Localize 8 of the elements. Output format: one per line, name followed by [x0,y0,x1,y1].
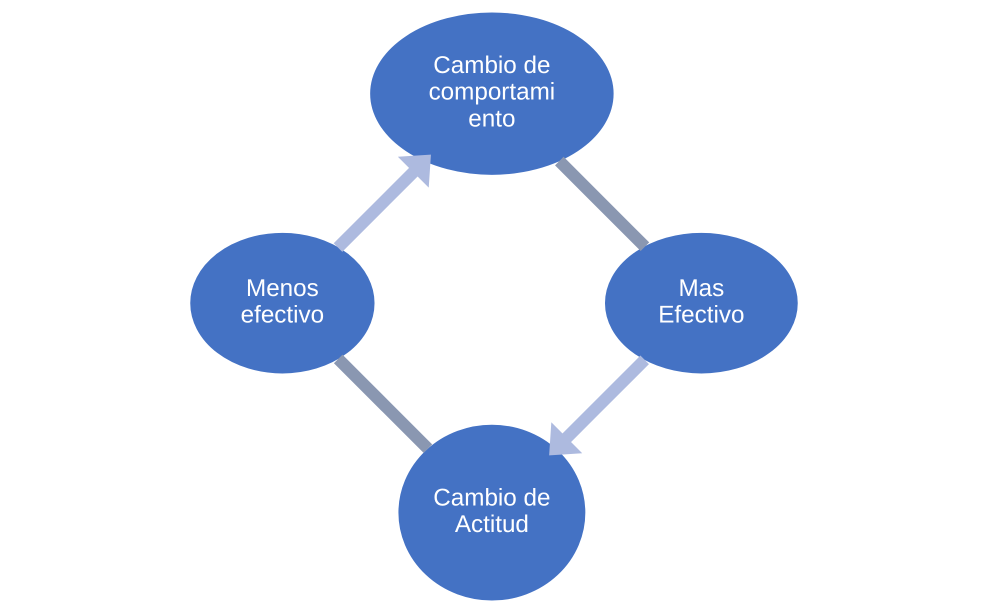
node-circle: Cambio de Actitud [398,424,585,601]
connector [333,354,432,453]
arrow [548,356,648,456]
node-ellipse: Menos efectivo [190,232,374,374]
arrow [333,154,430,252]
node-ellipse: Mas Efectivo [604,232,798,374]
node-ellipse: Cambio de comportami ento [370,12,614,175]
connector [554,156,649,252]
